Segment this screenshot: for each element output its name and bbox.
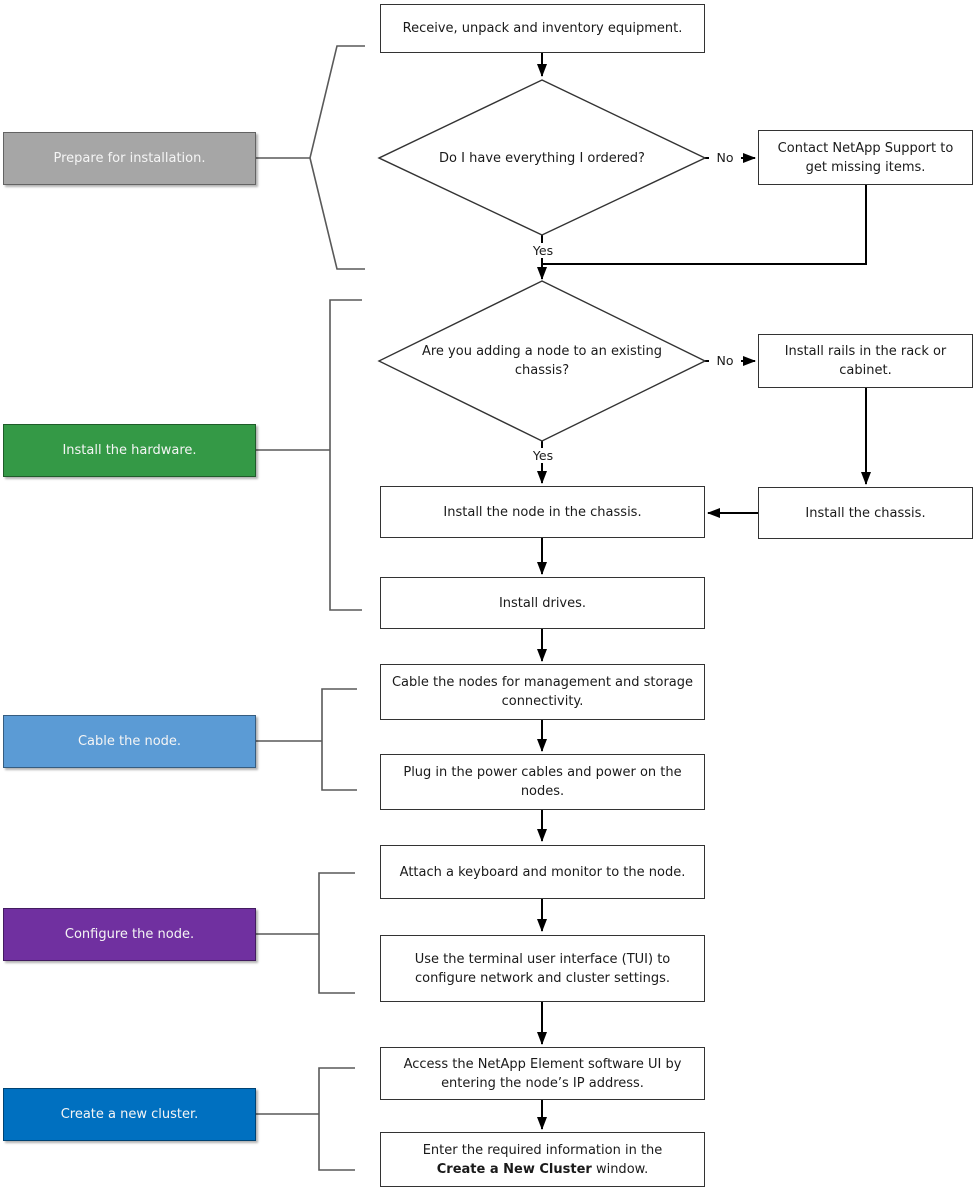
bracket-configure bbox=[256, 872, 355, 994]
decision-diamond-everything-ordered bbox=[377, 79, 707, 236]
enter-cluster-info-line2-tail: window. bbox=[595, 1161, 649, 1177]
label-yes-2: Yes bbox=[520, 448, 566, 463]
flow-box-install-chassis: Install the chassis. bbox=[758, 487, 973, 539]
bracket-cluster bbox=[256, 1067, 355, 1171]
flow-box-power-on: Plug in the power cables and power on th… bbox=[380, 754, 705, 810]
create-new-cluster-bold: Create a New Cluster bbox=[436, 1161, 592, 1177]
decision-diamond-existing-chassis bbox=[377, 280, 707, 442]
label-yes-1: Yes bbox=[520, 243, 566, 258]
flow-box-use-tui: Use the terminal user interface (TUI) to… bbox=[380, 935, 705, 1002]
bracket-prepare bbox=[256, 45, 365, 270]
flow-box-access-element-ui: Access the NetApp Element software UI by… bbox=[380, 1047, 705, 1100]
flow-box-enter-cluster-info: Enter the required information in the Cr… bbox=[380, 1132, 705, 1187]
flow-box-install-node: Install the node in the chassis. bbox=[380, 486, 705, 538]
lane-prepare-for-installation: Prepare for installation. bbox=[3, 132, 256, 185]
flow-box-attach-keyboard: Attach a keyboard and monitor to the nod… bbox=[380, 845, 705, 899]
enter-cluster-info-text: Enter the required information in the Cr… bbox=[423, 1141, 663, 1179]
label-no-2: No bbox=[709, 353, 741, 368]
enter-cluster-info-line1: Enter the required information in the bbox=[422, 1142, 663, 1158]
decision-text-existing-chassis: Are you adding a node to an existing cha… bbox=[421, 344, 663, 378]
flow-box-install-drives: Install drives. bbox=[380, 577, 705, 629]
lane-cable-the-node: Cable the node. bbox=[3, 715, 256, 768]
flow-box-contact-support: Contact NetApp Support to get missing it… bbox=[758, 130, 973, 185]
bracket-hardware bbox=[256, 299, 362, 611]
lane-create-a-new-cluster: Create a new cluster. bbox=[3, 1088, 256, 1141]
lane-install-the-hardware: Install the hardware. bbox=[3, 424, 256, 477]
decision-text-everything-ordered: Do I have everything I ordered? bbox=[439, 151, 645, 166]
flow-box-receive-equipment: Receive, unpack and inventory equipment. bbox=[380, 4, 705, 53]
bracket-cable bbox=[256, 688, 357, 791]
label-no-1: No bbox=[709, 150, 741, 165]
lane-configure-the-node: Configure the node. bbox=[3, 908, 256, 961]
flow-box-cable-nodes: Cable the nodes for management and stora… bbox=[380, 664, 705, 720]
flow-box-install-rails: Install rails in the rack or cabinet. bbox=[758, 334, 973, 388]
